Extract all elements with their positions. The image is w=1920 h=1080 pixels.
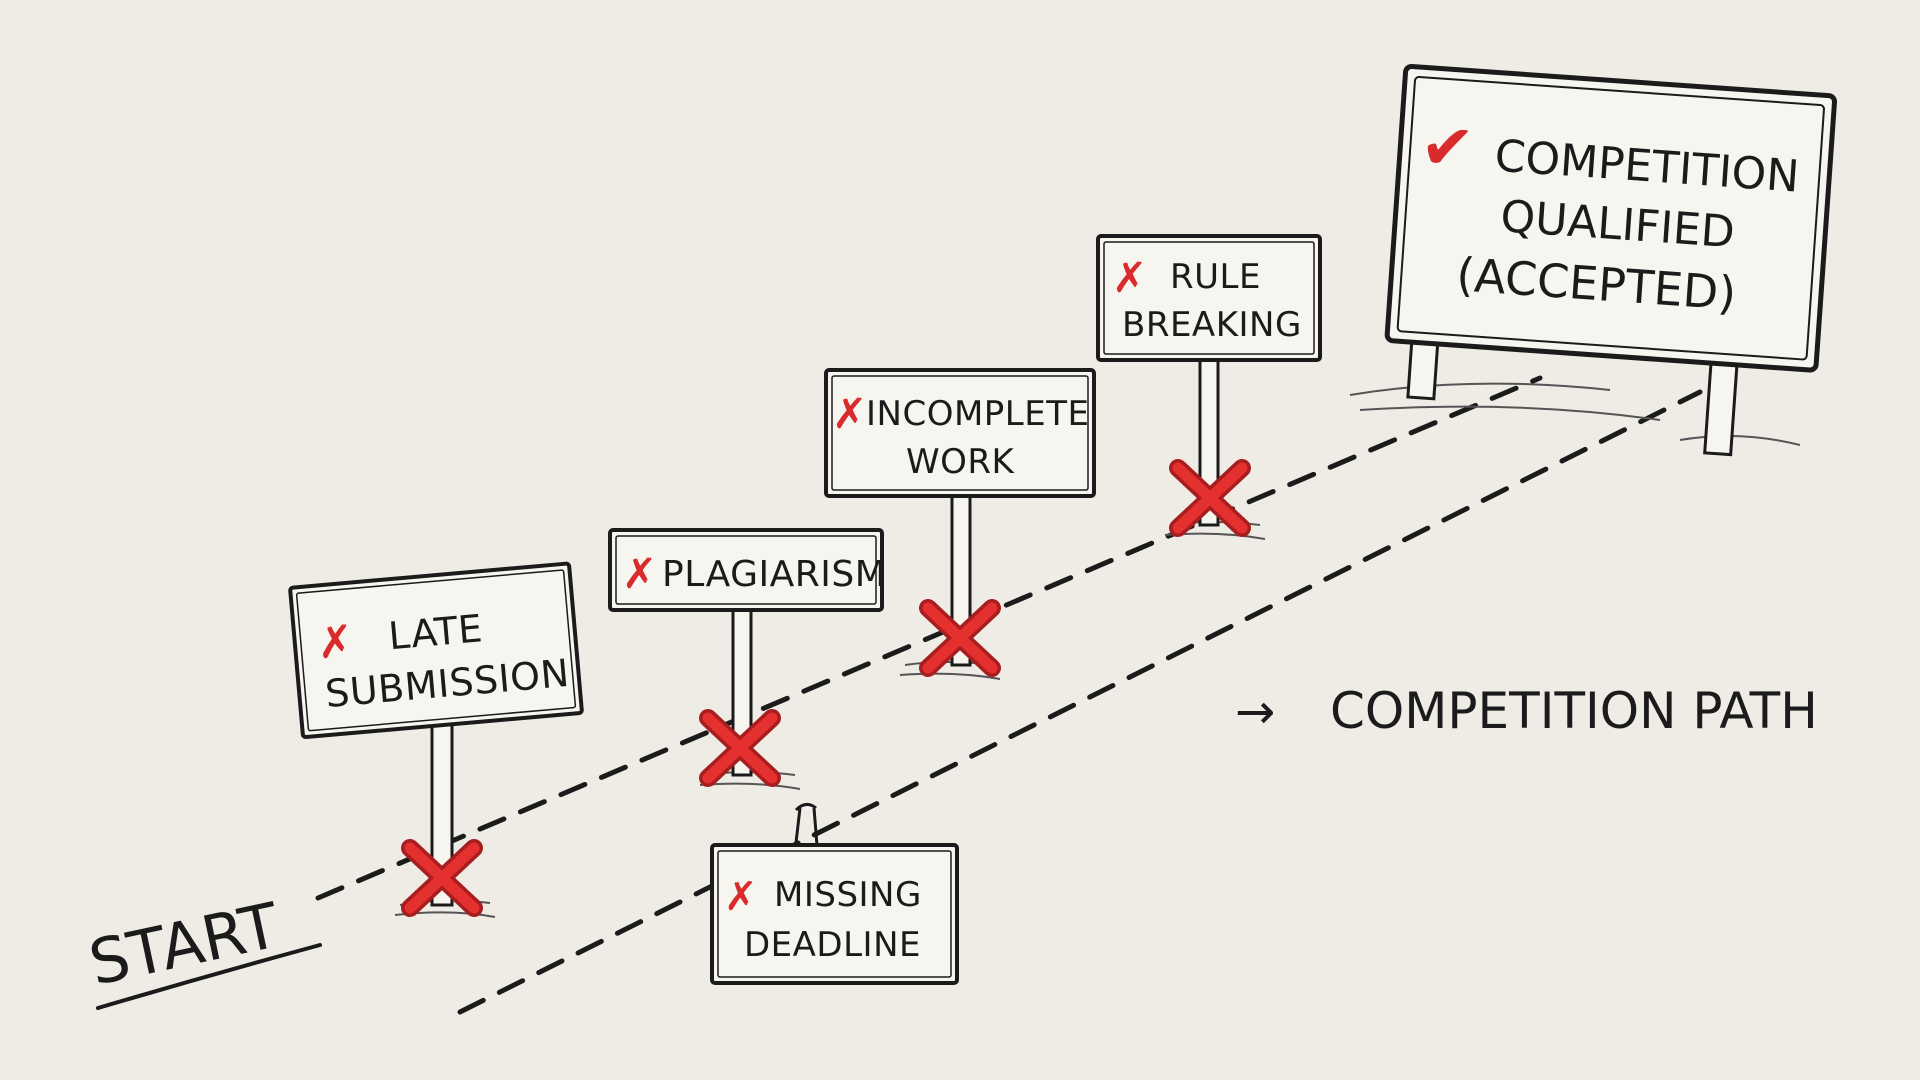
goal-sign: ✔ COMPETITION QUALIFIED (ACCEPTED): [1349, 63, 1838, 457]
red-x-marker: [699, 709, 781, 787]
sign-board: [608, 528, 884, 612]
sign-line-1: MISSING: [774, 875, 922, 915]
legend-arrow-icon: →: [1235, 684, 1275, 740]
start-underline: [96, 943, 322, 1010]
obstacle-plagiarism: ✗ PLAGIARISM: [608, 528, 886, 790]
start-marker: START: [83, 888, 322, 1010]
obstacle-incomplete-work: ✗ INCOMPLETE WORK: [824, 368, 1096, 680]
upper-path-line: [315, 375, 1543, 901]
goal-sign-board: [1384, 63, 1838, 373]
red-x-marker: [919, 599, 1001, 677]
sign-line-1: PLAGIARISM: [662, 554, 886, 595]
obstacle-rule-breaking: ✗ RULE BREAKING: [1096, 234, 1322, 540]
red-x-marker: [1169, 459, 1251, 537]
lower-path-line: [457, 389, 1703, 1015]
competition-paths: [315, 375, 1703, 1015]
check-mark-icon: ✔: [1418, 109, 1477, 187]
sign-line-1: RULE: [1170, 257, 1261, 297]
ground-scribble: [1349, 382, 1801, 446]
x-mark-icon: ✗: [315, 616, 356, 670]
obstacle-missing-deadline: ✗ MISSING DEADLINE: [710, 803, 959, 985]
sign-line-1: LATE: [387, 606, 485, 658]
x-mark-icon: ✗: [1112, 253, 1147, 302]
x-mark-icon: ✗: [832, 389, 867, 438]
sign-line-1: INCOMPLETE: [866, 394, 1089, 434]
legend-label: COMPETITION PATH: [1330, 682, 1818, 740]
sign-board: [288, 561, 584, 740]
sign-board: [824, 368, 1096, 498]
x-mark-icon: ✗: [724, 874, 758, 920]
sign-line-2: DEADLINE: [744, 925, 921, 965]
sign-board: [1096, 234, 1322, 362]
sign-board: [710, 843, 959, 985]
x-mark-icon: ✗: [622, 549, 657, 598]
red-x-marker: [401, 839, 483, 917]
goal-post-right: [1703, 351, 1740, 457]
sign-line-2: BREAKING: [1122, 305, 1302, 345]
path-legend: → COMPETITION PATH: [1235, 682, 1818, 740]
obstacle-late-submission: ✗ LATE SUBMISSION: [288, 561, 584, 918]
sign-line-2: WORK: [906, 442, 1016, 482]
